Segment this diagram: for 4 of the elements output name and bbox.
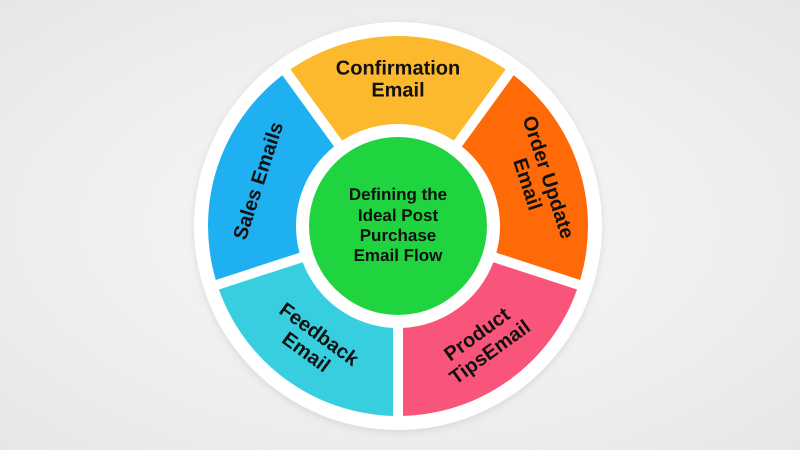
segment-label: Confirmation Email (335, 58, 461, 102)
segment-label: Order Update Email (506, 112, 578, 244)
segment-label: Sales Emails (229, 118, 289, 244)
center-label: Defining the Ideal Post Purchase Email Flow (348, 185, 448, 267)
